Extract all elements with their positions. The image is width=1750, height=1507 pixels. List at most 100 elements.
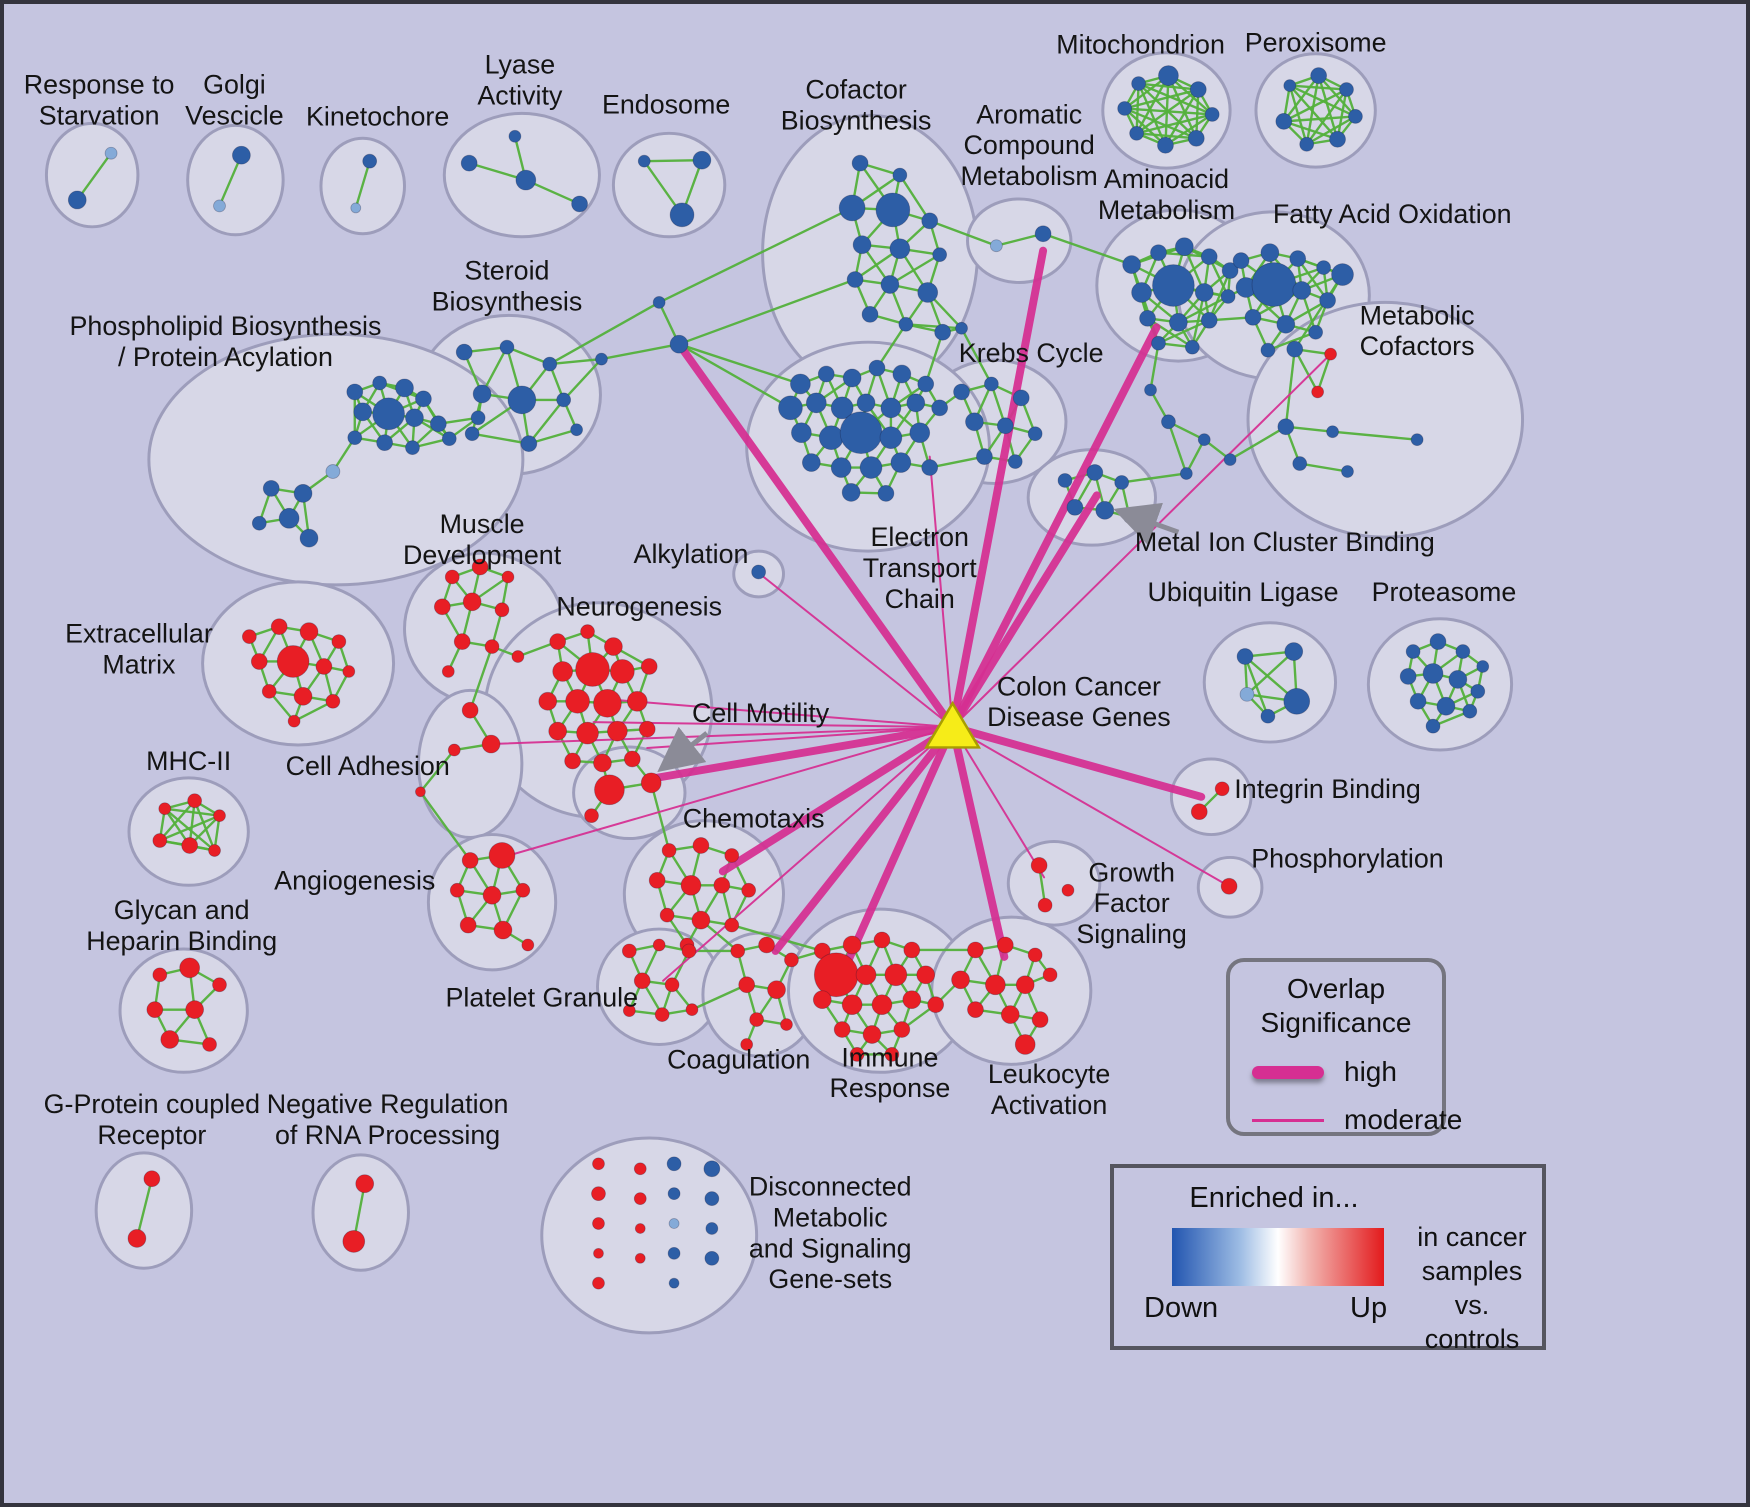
- gene-set-node[interactable]: [780, 1018, 793, 1031]
- gene-set-node[interactable]: [232, 145, 251, 165]
- gene-set-node[interactable]: [856, 393, 876, 413]
- gene-set-node[interactable]: [622, 1004, 636, 1017]
- gene-set-node[interactable]: [817, 365, 835, 383]
- gene-set-node[interactable]: [833, 1021, 851, 1038]
- gene-set-node[interactable]: [841, 483, 861, 502]
- gene-set-node[interactable]: [462, 592, 482, 612]
- gene-set-node[interactable]: [1139, 309, 1156, 327]
- gene-set-node[interactable]: [1232, 252, 1250, 269]
- gene-set-node[interactable]: [1031, 1011, 1049, 1028]
- gene-set-node[interactable]: [213, 809, 226, 823]
- gene-set-node[interactable]: [989, 239, 1003, 253]
- gene-set-node[interactable]: [1348, 109, 1363, 124]
- gene-set-node[interactable]: [179, 957, 201, 979]
- gene-set-node[interactable]: [1057, 473, 1073, 488]
- gene-set-node[interactable]: [1034, 225, 1052, 243]
- gene-set-node[interactable]: [890, 452, 912, 473]
- gene-set-node[interactable]: [350, 202, 362, 214]
- gene-set-node[interactable]: [372, 375, 388, 391]
- gene-set-node[interactable]: [441, 431, 457, 447]
- gene-set-node[interactable]: [1169, 312, 1188, 332]
- gene-set-node[interactable]: [902, 990, 922, 1010]
- gene-set-node[interactable]: [325, 693, 341, 709]
- gene-set-node[interactable]: [1042, 967, 1058, 983]
- gene-set-node[interactable]: [395, 378, 414, 398]
- gene-set-node[interactable]: [299, 528, 319, 548]
- gene-set-node[interactable]: [740, 1038, 754, 1051]
- gene-set-node[interactable]: [1339, 82, 1354, 97]
- gene-set-node[interactable]: [855, 964, 877, 986]
- gene-set-node[interactable]: [146, 1001, 164, 1018]
- gene-set-node[interactable]: [1425, 718, 1441, 734]
- gene-set-node[interactable]: [1012, 389, 1030, 407]
- gene-set-node[interactable]: [1221, 262, 1239, 279]
- gene-set-node[interactable]: [556, 392, 572, 408]
- gene-set-node[interactable]: [325, 464, 341, 479]
- gene-set-node[interactable]: [444, 569, 460, 585]
- gene-set-node[interactable]: [570, 423, 583, 437]
- gene-set-node[interactable]: [633, 1162, 647, 1176]
- gene-set-node[interactable]: [565, 688, 590, 714]
- gene-set-node[interactable]: [889, 238, 911, 260]
- gene-set-node[interactable]: [1462, 703, 1478, 719]
- gene-set-node[interactable]: [1311, 385, 1325, 399]
- gene-set-node[interactable]: [564, 752, 581, 770]
- gene-set-node[interactable]: [1275, 113, 1293, 130]
- gene-set-node[interactable]: [1179, 467, 1193, 480]
- gene-set-node[interactable]: [927, 996, 945, 1014]
- gene-set-node[interactable]: [921, 459, 939, 476]
- gene-set-node[interactable]: [1144, 383, 1157, 397]
- gene-set-node[interactable]: [871, 994, 893, 1016]
- gene-set-node[interactable]: [704, 1191, 720, 1206]
- gene-set-node[interactable]: [315, 658, 333, 675]
- gene-set-node[interactable]: [830, 396, 854, 420]
- gene-set-node[interactable]: [654, 1007, 670, 1022]
- gene-set-node[interactable]: [270, 618, 288, 636]
- gene-set-node[interactable]: [985, 974, 1006, 996]
- gene-set-node[interactable]: [738, 976, 756, 994]
- gene-set-node[interactable]: [1436, 696, 1456, 716]
- gene-set-node[interactable]: [1220, 877, 1238, 895]
- gene-set-node[interactable]: [681, 943, 697, 959]
- gene-set-node[interactable]: [1286, 340, 1304, 358]
- gene-set-node[interactable]: [852, 235, 872, 255]
- gene-set-node[interactable]: [976, 448, 993, 465]
- gene-set-node[interactable]: [494, 602, 510, 618]
- gene-set-node[interactable]: [880, 275, 900, 294]
- gene-set-node[interactable]: [441, 665, 455, 678]
- gene-set-node[interactable]: [1190, 803, 1208, 821]
- gene-set-node[interactable]: [1030, 857, 1048, 874]
- gene-set-node[interactable]: [767, 980, 786, 1000]
- gene-set-node[interactable]: [1283, 687, 1311, 715]
- gene-set-node[interactable]: [1244, 308, 1262, 326]
- gene-set-node[interactable]: [805, 392, 827, 414]
- gene-set-node[interactable]: [1200, 311, 1218, 329]
- gene-set-node[interactable]: [482, 885, 502, 905]
- gene-set-node[interactable]: [880, 397, 902, 419]
- gene-set-node[interactable]: [1214, 781, 1230, 797]
- gene-set-node[interactable]: [429, 415, 447, 433]
- gene-set-node[interactable]: [1324, 347, 1337, 361]
- gene-set-node[interactable]: [906, 393, 926, 413]
- gene-set-node[interactable]: [1260, 243, 1280, 263]
- gene-set-node[interactable]: [1448, 670, 1468, 689]
- gene-set-node[interactable]: [287, 714, 301, 728]
- gene-set-node[interactable]: [372, 397, 405, 431]
- gene-set-node[interactable]: [1405, 644, 1421, 659]
- gene-set-node[interactable]: [626, 690, 648, 712]
- gene-set-node[interactable]: [1204, 107, 1220, 122]
- gene-set-node[interactable]: [464, 426, 480, 442]
- gene-set-node[interactable]: [965, 412, 984, 432]
- gene-set-node[interactable]: [1476, 660, 1490, 673]
- gene-set-node[interactable]: [548, 721, 568, 741]
- gene-set-node[interactable]: [1037, 897, 1053, 913]
- gene-set-node[interactable]: [160, 1030, 180, 1049]
- gene-set-node[interactable]: [849, 1047, 865, 1062]
- gene-set-node[interactable]: [1289, 250, 1307, 267]
- gene-set-node[interactable]: [1095, 500, 1115, 520]
- gene-set-node[interactable]: [884, 963, 908, 987]
- gene-set-node[interactable]: [461, 701, 479, 719]
- gene-set-node[interactable]: [778, 395, 803, 421]
- gene-set-node[interactable]: [921, 212, 939, 230]
- gene-set-node[interactable]: [634, 1252, 646, 1264]
